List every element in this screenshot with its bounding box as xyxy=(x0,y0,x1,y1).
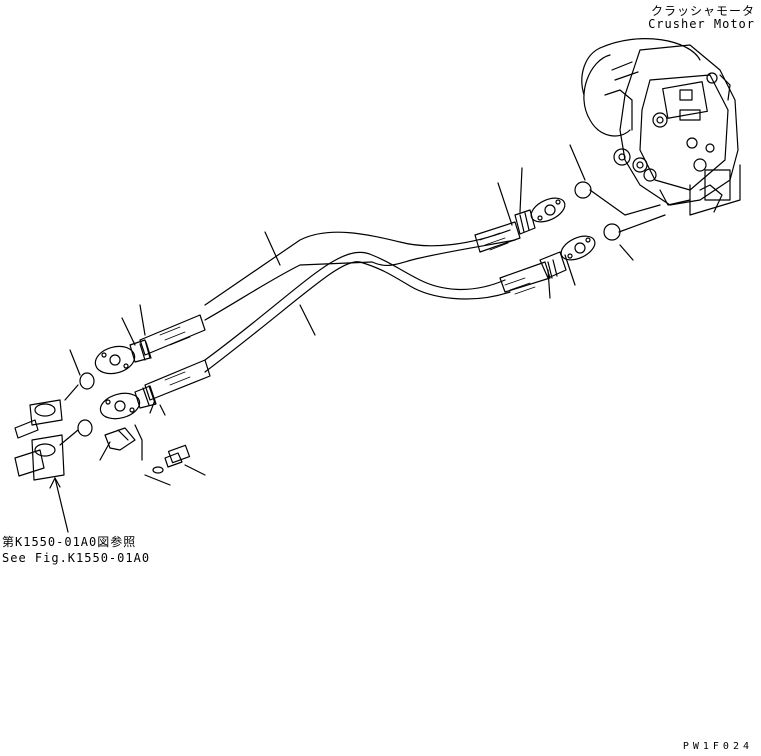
drawing-number: PW1F024 xyxy=(682,741,753,752)
bolt xyxy=(165,445,190,467)
reference-label-en: See Fig.K1550-01A0 xyxy=(2,551,151,565)
washer xyxy=(153,467,163,473)
leader-o-ring-lower-left xyxy=(60,430,78,445)
reference-label-jp: 第K1550-01A0図参照 xyxy=(2,535,137,549)
leader-lines xyxy=(70,145,633,485)
o-ring-upper-left xyxy=(80,373,94,389)
motor-label-jp: クラッシャモータ xyxy=(650,4,755,18)
o-ring-upper-right xyxy=(575,182,591,198)
pump-port-upper xyxy=(15,400,62,438)
leader-o-ring-upper-right xyxy=(590,190,660,215)
motor-label-en: Crusher Motor xyxy=(648,17,755,31)
hose-hatching xyxy=(160,233,535,390)
hose-fitting-lower-right xyxy=(500,231,599,292)
pump-port-lower xyxy=(15,435,64,480)
hose-lower xyxy=(205,252,510,372)
leader-o-ring-lower-right xyxy=(619,215,665,232)
o-ring-lower-left xyxy=(78,420,92,436)
hose-upper xyxy=(205,230,515,320)
hose-fitting-upper-left xyxy=(92,315,205,378)
o-ring-lower-right xyxy=(604,224,620,240)
hose-fitting-lower-left xyxy=(98,360,210,423)
crusher-motor xyxy=(582,39,740,215)
split-flange xyxy=(105,428,135,450)
leader-o-ring-upper-left xyxy=(65,385,78,400)
reference-arrow xyxy=(55,478,68,532)
hose-fitting-upper-right xyxy=(475,193,569,252)
